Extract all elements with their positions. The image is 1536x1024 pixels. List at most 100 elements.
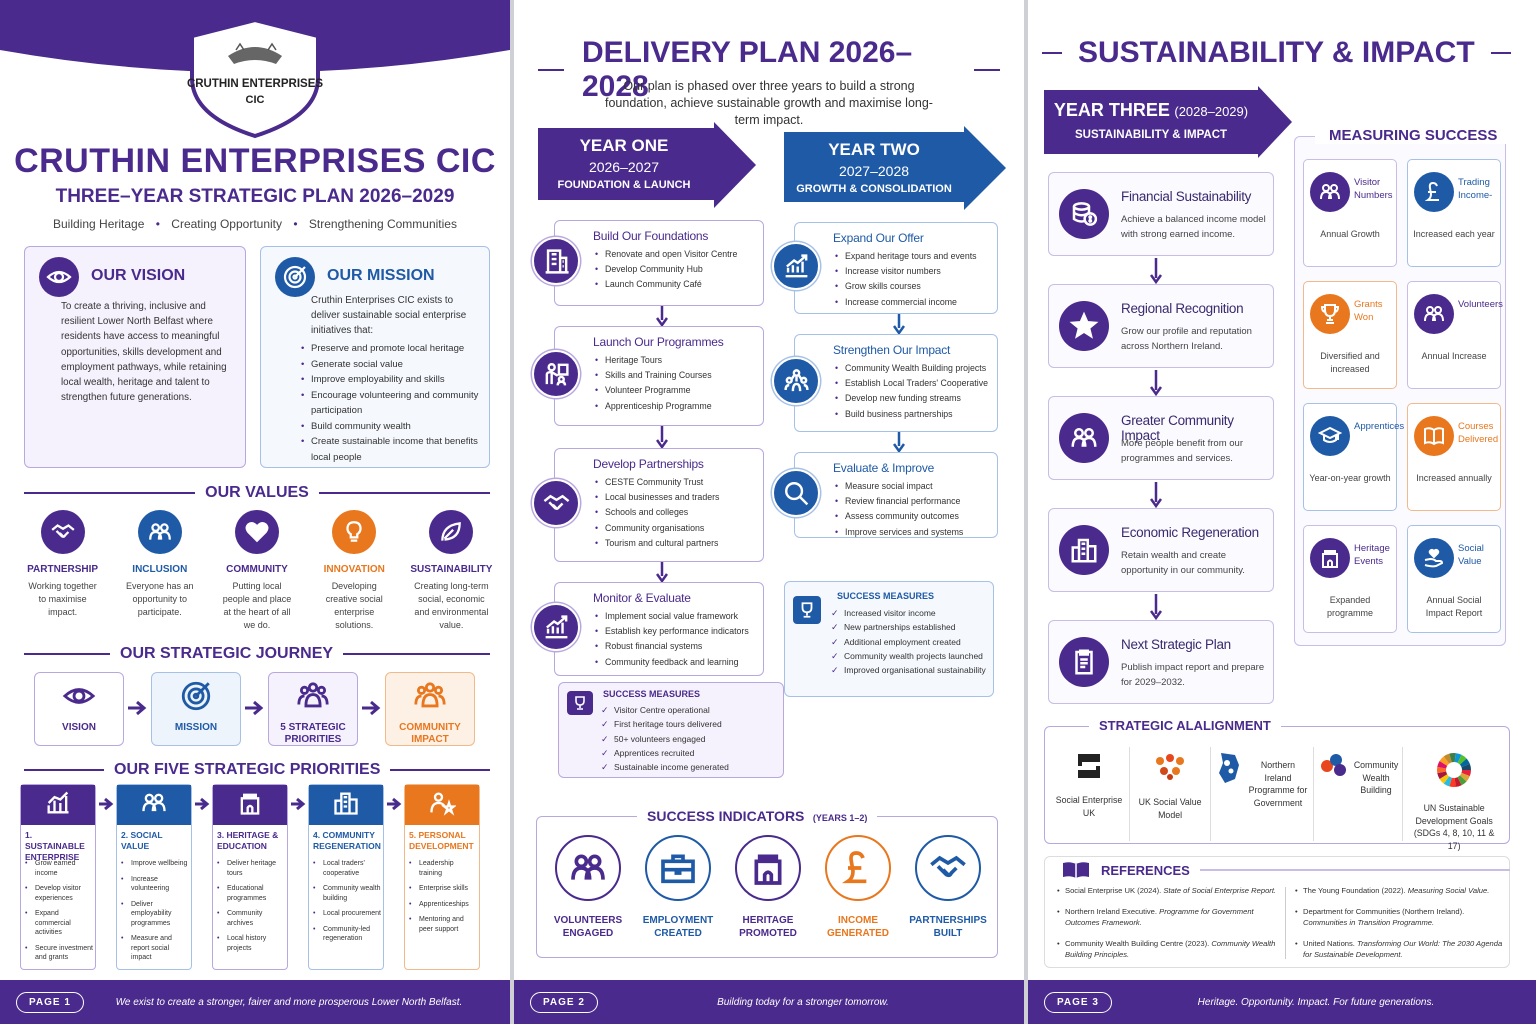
delivery-heading: DELIVERY PLAN 2026–2028 <box>538 36 1000 104</box>
success-measure-item: Sustainable income generated <box>601 760 729 775</box>
priority-list-item: Grow earned income <box>25 859 93 878</box>
indicator-label: ENGAGED <box>562 928 614 939</box>
step-title: Evaluate & Improve <box>833 461 935 475</box>
hand-heart-icon <box>1414 538 1454 578</box>
buildings-icon <box>1059 525 1109 575</box>
success-measures-year-one: SUCCESS MEASURES Visitor Centre operatio… <box>558 682 784 778</box>
alignment-label: Northern Ireland Programme for Governmen… <box>1248 760 1308 808</box>
arrow-down-icon <box>1149 256 1163 285</box>
priority-card: 3. HERITAGE & EDUCATIONDeliver heritage … <box>212 784 288 970</box>
step-list: Implement social value frameworkEstablis… <box>595 609 749 670</box>
step-list-item: Develop new funding streams <box>835 391 988 406</box>
priorities-title: OUR FIVE STRATEGIC PRIORITIES <box>114 761 381 778</box>
step-list-item: Community feedback and learning <box>595 655 749 670</box>
reference-author: Northern Ireland Executive. <box>1065 907 1160 916</box>
people-icon <box>1310 172 1350 212</box>
heart-icon <box>235 510 279 554</box>
step-list: Measure social impactReview financial pe… <box>835 479 963 540</box>
mission-list-item: Build community wealth <box>301 419 481 435</box>
mission-list: Preserve and promote local heritageGener… <box>301 341 481 465</box>
indicator-label: VOLUNTEERS <box>553 915 623 926</box>
references-left: •Social Enterprise UK (2024). State of S… <box>1057 885 1277 970</box>
step-list-item: Build business partnerships <box>835 407 988 422</box>
northern-ireland-map-icon <box>1215 751 1243 790</box>
indicator: VOLUNTEERS ENGAGED <box>543 833 633 957</box>
priorities-row: 1. SUSTAINABLE ENTERPRISEGrow earned inc… <box>20 784 500 970</box>
success-measure-item: New partnerships established <box>831 620 986 635</box>
priority-list: Leadership trainingEnterprise skillsAppr… <box>405 857 479 934</box>
priority-list-item: Local history projects <box>217 934 285 953</box>
indicators-title: SUCCESS INDICATORS <box>647 808 805 824</box>
indicator-label: GENERATED <box>826 928 890 939</box>
reference-item: •Northern Ireland Executive. Programme f… <box>1057 907 1254 927</box>
mission-card: OUR MISSION Cruthin Enterprises CIC exis… <box>260 246 490 468</box>
step-card: Expand Our OfferExpand heritage tours an… <box>794 222 998 314</box>
reference-item: •Department for Communities (Northern Ir… <box>1295 907 1465 927</box>
step-list-item: Apprenticeship Programme <box>595 399 712 414</box>
priority-header <box>21 785 95 825</box>
indicator-label: CREATED <box>654 928 702 939</box>
value-desc: Everyone has an opportunity to participa… <box>126 581 194 617</box>
page-3: SUSTAINABILITY & IMPACT YEAR THREE (2028… <box>1028 0 1536 1024</box>
success-measures-year-two: SUCCESS MEASURES Increased visitor incom… <box>784 581 994 697</box>
step-list-item: Grow skills courses <box>835 279 977 294</box>
arrow-right-icon <box>360 696 384 720</box>
measure-desc: Increased annually <box>1416 473 1492 483</box>
arrow-down-icon <box>655 562 669 584</box>
vision-text: To create a thriving, inclusive and resi… <box>61 301 227 404</box>
value-name: INCLUSION <box>132 564 188 575</box>
reference-title: Measuring Social Value. <box>1407 886 1490 895</box>
measure-desc: Annual Growth <box>1320 229 1380 239</box>
success-indicators: SUCCESS INDICATORS (YEARS 1–2) VOLUNTEER… <box>536 808 998 958</box>
year-two-years: 2027–2028 <box>838 163 910 179</box>
arrow-right-icon <box>98 794 116 814</box>
alignment-label: UK Social Value Model <box>1138 797 1202 820</box>
measure-desc: Expanded programme <box>1326 595 1373 618</box>
book-icon <box>1414 416 1454 456</box>
value-desc: Putting local people and place at the he… <box>222 581 292 630</box>
arrow-down-icon <box>1149 368 1163 397</box>
step-list: Expand heritage tours and eventsIncrease… <box>835 249 977 310</box>
indicator-label: INCOME <box>838 915 878 926</box>
alignment-item: Community Wealth Building <box>1314 747 1404 841</box>
trophy-icon <box>567 691 593 715</box>
year-three-years: (2028–2029) <box>1174 104 1249 119</box>
arrow-right-icon <box>243 696 267 720</box>
step-list-item: Develop Community Hub <box>595 262 737 277</box>
step-list-item: Renovate and open Visitor Centre <box>595 247 737 262</box>
step-list-item: Improve services and systems <box>835 525 963 540</box>
step-card: Evaluate & ImproveMeasure social impactR… <box>794 452 998 540</box>
group-icon <box>296 679 330 718</box>
indicators-heading: SUCCESS INDICATORS (YEARS 1–2) <box>637 808 878 826</box>
priority-list: Improve wellbeingIncrease volunteeringDe… <box>117 857 191 963</box>
measure-desc: Increased each year <box>1413 229 1495 239</box>
page-number: PAGE 2 <box>530 991 598 1013</box>
priorities-heading: OUR FIVE STRATEGIC PRIORITIES <box>24 761 490 779</box>
measure-label: Trading Income- <box>1458 177 1493 201</box>
value-name: COMMUNITY <box>226 564 288 575</box>
step-list-item: Increase commercial income <box>835 295 977 310</box>
value-desc: Creating long-term social, economic and … <box>414 581 489 630</box>
priority-list: Grow earned incomeDevelop visitor experi… <box>21 857 95 963</box>
arrow-down-icon <box>1149 480 1163 509</box>
priority-list-item: Deliver heritage tours <box>217 859 285 878</box>
people-icon <box>140 789 168 822</box>
year-two-sub: GROWTH & CONSOLIDATION <box>796 183 952 195</box>
arrow-down-icon <box>892 432 906 454</box>
pound-icon <box>825 835 891 901</box>
priority-header <box>309 785 383 825</box>
reference-title: Transforming Our World: The 2030 Agenda … <box>1303 939 1503 959</box>
journey-step-label: VISION <box>62 722 96 733</box>
priority-list-item: Increase volunteering <box>121 875 189 894</box>
briefcase-icon <box>645 835 711 901</box>
journey-step: COMMUNITY IMPACT <box>385 672 475 746</box>
alignment-label: Social Enterprise UK <box>1055 795 1123 818</box>
priority-list-item: Local procurement <box>313 909 381 919</box>
people-icon <box>555 835 621 901</box>
step-list-item: Heritage Tours <box>595 353 712 368</box>
footer-page-1: PAGE 1 We exist to create a stronger, fa… <box>0 980 510 1024</box>
step-list-item: Community Wealth Building projects <box>835 361 988 376</box>
